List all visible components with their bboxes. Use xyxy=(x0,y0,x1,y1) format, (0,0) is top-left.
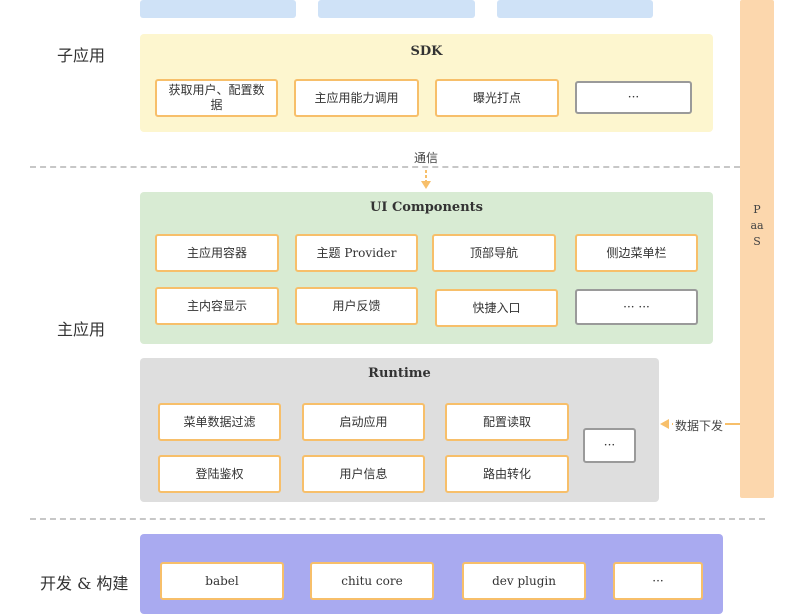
runtime-title: Runtime xyxy=(368,366,431,381)
comm-arrow-head xyxy=(421,181,431,189)
runtime-item-login-auth: 登陆鉴权 xyxy=(158,455,281,493)
layer-label-sub-app: 子应用 xyxy=(57,46,106,65)
sdk-title: SDK xyxy=(410,44,443,59)
ui-item-theme-provider: 主题 Provider xyxy=(295,234,418,272)
sdk-item-user-config: 获取用户、配置数据 xyxy=(155,79,278,117)
comm-label: 通信 xyxy=(412,149,441,166)
sdk-item-main-app-call: 主应用能力调用 xyxy=(294,79,419,117)
ui-item-side-menu: 侧边菜单栏 xyxy=(575,234,698,272)
separator-sub-main xyxy=(30,166,740,168)
paas-letter-2: aa xyxy=(750,219,764,232)
paas-letter-1: P xyxy=(753,203,761,216)
ui-item-user-feedback: 用户反馈 xyxy=(295,287,418,325)
runtime-item-user-info: 用户信息 xyxy=(302,455,425,493)
ui-item-top-nav: 顶部导航 xyxy=(432,234,556,272)
runtime-item-menu-filter: 菜单数据过滤 xyxy=(158,403,281,441)
runtime-item-start-app: 启动应用 xyxy=(302,403,425,441)
layer-label-dev-build: 开发 & 构建 xyxy=(40,574,129,593)
ui-item-quick-entry: 快捷入口 xyxy=(435,289,558,327)
paas-column: P aa S xyxy=(740,0,774,498)
runtime-item-route-transform: 路由转化 xyxy=(445,455,569,493)
dev-item-chitu-core: chitu core xyxy=(310,562,434,600)
top-block-2 xyxy=(318,0,475,18)
data-arrow-head xyxy=(660,419,669,429)
dev-build-panel: babel chitu core dev plugin ··· xyxy=(140,534,723,614)
ui-components-panel: UI Components 主应用容器 主题 Provider 顶部导航 侧边菜… xyxy=(140,192,713,344)
separator-main-dev xyxy=(30,518,765,520)
sdk-item-more: ··· xyxy=(575,81,692,114)
dev-item-babel: babel xyxy=(160,562,284,600)
runtime-item-config-read: 配置读取 xyxy=(445,403,569,441)
ui-item-more: ··· ··· xyxy=(575,289,698,325)
data-dispatch-label: 数据下发 xyxy=(673,417,726,434)
top-block-1 xyxy=(140,0,296,18)
dev-item-dev-plugin: dev plugin xyxy=(462,562,586,600)
runtime-item-more: ··· xyxy=(583,428,636,463)
paas-letter-3: S xyxy=(753,235,761,248)
ui-item-main-content: 主内容显示 xyxy=(155,287,279,325)
dev-item-more: ··· xyxy=(613,562,703,600)
sdk-item-exposure: 曝光打点 xyxy=(435,79,559,117)
runtime-panel: Runtime 菜单数据过滤 启动应用 配置读取 登陆鉴权 用户信息 路由转化 … xyxy=(140,358,659,502)
ui-components-title: UI Components xyxy=(370,200,483,215)
sdk-panel: SDK 获取用户、配置数据 主应用能力调用 曝光打点 ··· xyxy=(140,34,713,132)
top-block-3 xyxy=(497,0,653,18)
ui-item-main-container: 主应用容器 xyxy=(155,234,279,272)
layer-label-main-app: 主应用 xyxy=(57,320,106,339)
